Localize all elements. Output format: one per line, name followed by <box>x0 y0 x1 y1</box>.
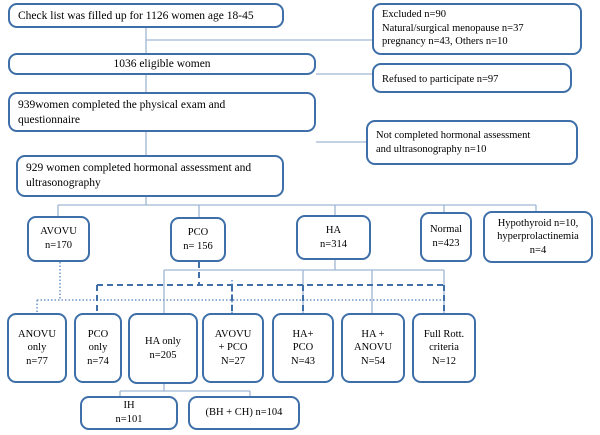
ha-pco-line2: PCO <box>292 342 314 354</box>
full-rott-line3: N=12 <box>431 355 456 367</box>
ha-only-line2: n=205 <box>149 349 177 361</box>
pco-label: PCO <box>187 226 209 238</box>
excluded-line1: Excluded n=90 <box>382 9 446 20</box>
subgroup-ha-pco-box: HA+ PCO N=43 <box>272 313 334 383</box>
not-completed-box: Not completed hormonal assessment and ul… <box>366 120 578 165</box>
subgroup-ha-only-box: HA only n=205 <box>128 313 198 384</box>
physical-exam-box: 939women completed the physical exam and… <box>8 92 316 132</box>
ih-box: IH n=101 <box>80 396 178 430</box>
avovu-pco-line3: N=27 <box>220 355 245 367</box>
eligible-text: 1036 eligible women <box>113 57 211 70</box>
physical-line1: 939women completed the physical exam and <box>18 99 226 111</box>
avovu-pco-line1: AVOVU <box>214 328 252 340</box>
subgroup-avovu-pco-box: AVOVU + PCO N=27 <box>202 313 264 383</box>
excluded-line3: pregnancy n=43, Others n=10 <box>382 36 508 48</box>
anovu-only-line1: ANOVU <box>18 328 56 340</box>
avovu-count: n=170 <box>45 240 72 251</box>
not-completed-line1: Not completed hormonal assessment <box>376 130 531 141</box>
hormonal-line2: ultrasonography <box>26 176 101 189</box>
bh-ch-box: (BH + CH) n=104 <box>188 396 300 430</box>
full-rott-line1: Full Rott. <box>423 328 465 340</box>
excluded-box: Excluded n=90 Natural/surgical menopause… <box>372 3 582 55</box>
ha-pco-line3: N=43 <box>290 355 315 367</box>
hypothyroid-line3: n=4 <box>529 244 547 256</box>
anovu-only-line2: only <box>27 342 47 354</box>
group-pco-box: PCO n= 156 <box>170 217 226 262</box>
subgroup-full-rott-box: Full Rott. criteria N=12 <box>412 313 476 383</box>
hypothyroid-line1: Hypothyroid n=10, <box>497 217 579 229</box>
ha-anovu-line1: HA + <box>361 328 385 340</box>
anovu-only-line3: n=77 <box>26 355 48 367</box>
not-completed-line2: and ultrasonography n=10 <box>376 143 487 155</box>
subgroup-anovu-only-box: ANOVU only n=77 <box>7 313 67 383</box>
group-hypothyroid-box: Hypothyroid n=10, hyperprolactinemia n=4 <box>483 211 593 263</box>
ha-anovu-line3: N=54 <box>360 355 385 367</box>
ha-pco-line1: HA+ <box>292 328 314 340</box>
ih-line2: n=101 <box>115 414 143 425</box>
avovu-pco-line2: + PCO <box>218 342 248 354</box>
pco-only-line1: PCO <box>87 328 109 340</box>
excluded-line2: Natural/surgical menopause n=37 <box>382 22 524 34</box>
pco-only-line2: only <box>88 342 108 354</box>
avovu-label: AVOVU <box>40 226 77 238</box>
ha-count: n=314 <box>320 238 347 250</box>
subgroup-ha-anovu-box: HA + ANOVU N=54 <box>341 313 405 383</box>
refused-box: Refused to participate n=97 <box>372 63 572 93</box>
subgroup-pco-only-box: PCO only n=74 <box>74 313 122 383</box>
normal-count: n=423 <box>432 238 460 249</box>
pco-count: n= 156 <box>183 240 213 252</box>
ih-line1: IH <box>123 400 135 412</box>
refused-text: Refused to participate n=97 <box>382 74 499 85</box>
group-avovu-box: AVOVU n=170 <box>27 216 90 262</box>
checklist-box: Check list was filled up for 1126 women … <box>8 3 284 28</box>
ha-anovu-line2: ANOVU <box>354 342 392 354</box>
ha-label: HA <box>325 224 342 236</box>
hypothyroid-line2: hyperprolactinemia <box>497 231 579 243</box>
hormonal-line1: 929 women completed hormonal assessment … <box>26 162 252 174</box>
eligible-box: 1036 eligible women <box>8 53 316 75</box>
bh-ch-text: (BH + CH) n=104 <box>205 407 283 419</box>
group-ha-box: HA n=314 <box>296 215 371 260</box>
hormonal-box: 929 women completed hormonal assessment … <box>16 155 284 197</box>
ha-only-line1: HA only <box>145 335 181 347</box>
pco-only-line3: n=74 <box>87 355 109 367</box>
checklist-text: Check list was filled up for 1126 women … <box>18 10 254 22</box>
full-rott-line2: criteria <box>429 342 459 354</box>
physical-line2: questionnaire <box>18 113 80 126</box>
normal-label: Normal <box>429 224 463 236</box>
group-normal-box: Normal n=423 <box>420 212 472 262</box>
